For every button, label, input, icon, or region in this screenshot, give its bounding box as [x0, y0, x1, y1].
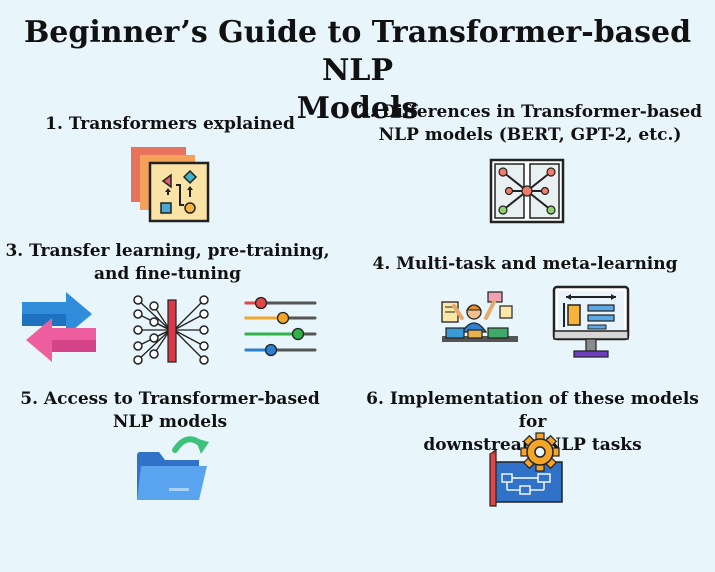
page-title: Beginner’s Guide to Transformer-based NL…: [0, 14, 715, 128]
section-2-heading: 2. Differences in Transformer-based NLP …: [355, 101, 705, 147]
neural-network-icon: [133, 295, 209, 365]
section-4-line-1: 4. Multi-task and meta-learning: [372, 254, 678, 274]
section-5-line-1: 5. Access to Transformer-based: [20, 389, 320, 409]
section-3-heading: 3. Transfer learning, pre-training, and …: [0, 240, 335, 286]
section-1-line-1: 1. Transformers explained: [45, 114, 295, 134]
title-line-2: Models: [296, 91, 419, 126]
stacked-cards-flowchart-icon: [131, 147, 210, 223]
section-5-line-2: NLP models: [112, 412, 228, 432]
swap-arrows-icon: [22, 292, 96, 362]
sliders-icon: [244, 296, 317, 357]
multitasking-person-icon: [441, 291, 518, 342]
section-2-line-1: 2. Differences in Transformer-based: [357, 102, 703, 122]
section-2-line-2: NLP models (BERT, GPT-2, etc.): [378, 125, 682, 145]
title-line-1: Beginner’s Guide to Transformer-based NL…: [23, 15, 692, 88]
section-6-line-1: 6. Implementation of these models for: [366, 389, 699, 432]
section-5-heading: 5. Access to Transformer-based NLP model…: [5, 388, 335, 434]
section-4-heading: 4. Multi-task and meta-learning: [355, 253, 695, 276]
network-blueprint-icon: [489, 158, 565, 224]
section-3-line-2: and fine-tuning: [93, 264, 242, 284]
section-3-line-1: 3. Transfer learning, pre-training,: [5, 241, 330, 261]
blueprint-gear-icon: [489, 432, 563, 507]
section-1-heading: 1. Transformers explained: [20, 113, 320, 136]
monitor-dashboard-icon: [552, 285, 630, 358]
folder-sync-icon: [137, 436, 209, 500]
